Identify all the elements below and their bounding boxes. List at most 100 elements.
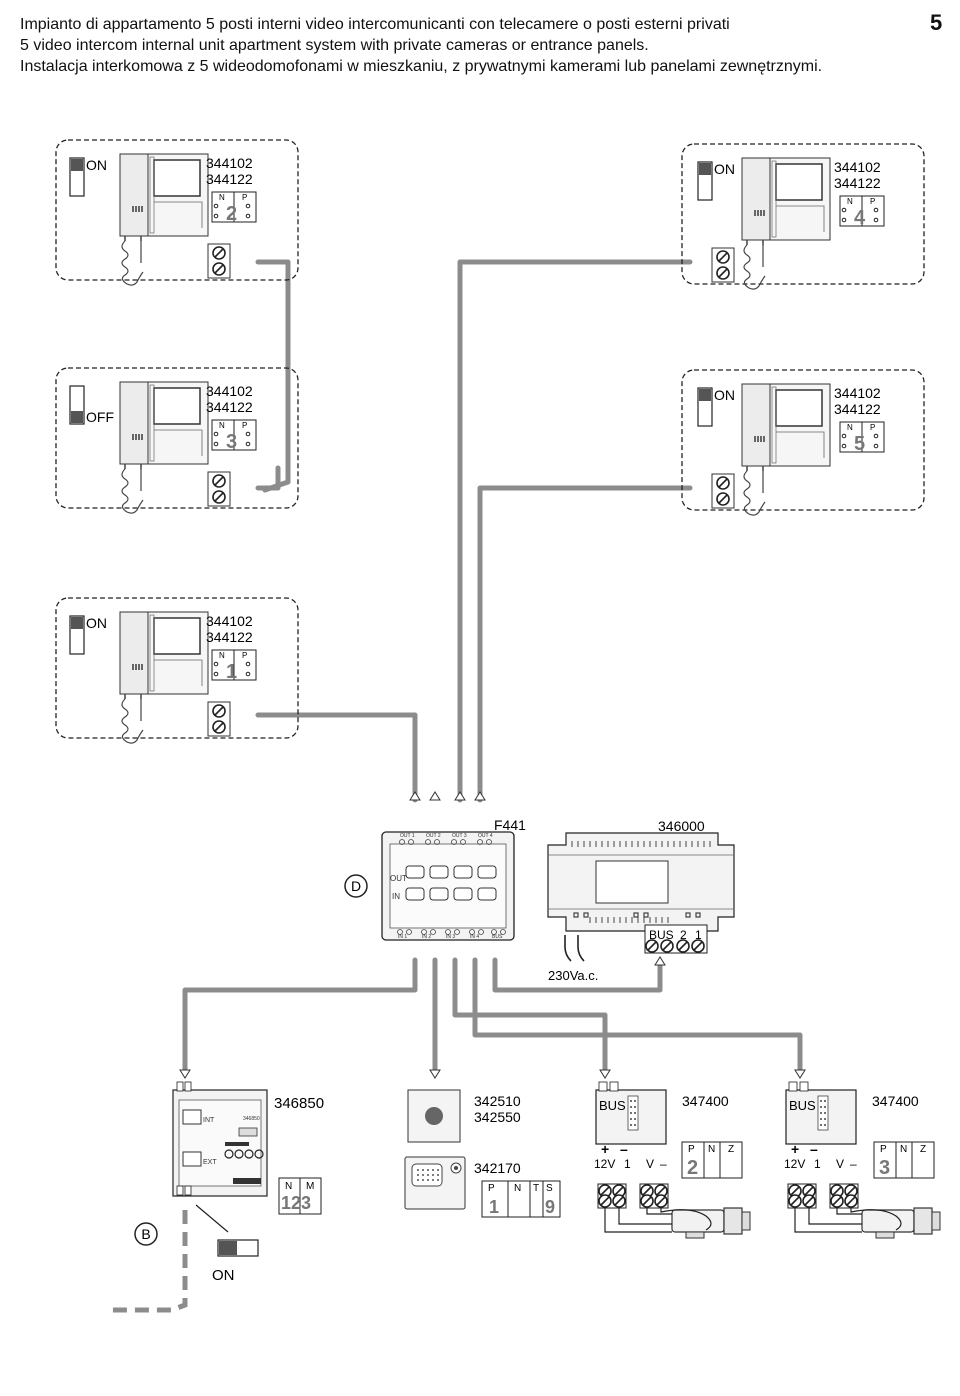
power-bus-label: BUS — [649, 928, 674, 942]
dip-switch-label: ON — [714, 387, 735, 403]
unit-number: 5 — [854, 433, 865, 455]
power-supply-fins — [571, 841, 711, 923]
dashed-link — [110, 1210, 188, 1313]
adapter-12v: 12V — [594, 1157, 615, 1171]
interface-switch-label: ON — [212, 1267, 235, 1284]
unit-code-2: 344122 — [834, 401, 881, 417]
unit-code-2: 344122 — [206, 171, 253, 187]
dip-switch-label: ON — [86, 615, 107, 631]
unit-p-label: P — [870, 197, 875, 206]
power-t2-label: 2 — [680, 928, 687, 942]
power-supply-code: 346000 — [658, 818, 705, 834]
unit-p-label: P — [242, 421, 247, 430]
cable-to-interface — [182, 957, 418, 1073]
panel-code-1: 342510 — [474, 1093, 521, 1109]
cable-unit-3 — [255, 465, 281, 491]
distributor-out1: OUT 1 — [400, 833, 415, 839]
adapter-plus: + — [601, 1141, 609, 1157]
adapter-code: 347400 — [872, 1093, 919, 1109]
unit-code-1: 344102 — [834, 159, 881, 175]
panel-n-label: N — [514, 1183, 521, 1194]
adapter-number: 2 — [687, 1157, 698, 1179]
unit-code-1: 344102 — [206, 613, 253, 629]
adapter-bus-label: BUS — [789, 1098, 816, 1113]
entrance-panel-camera-module — [407, 1089, 461, 1143]
unit-n-label: N — [847, 423, 853, 432]
adapter-p-label: P — [688, 1144, 695, 1155]
adapter-z-label: Z — [728, 1144, 734, 1155]
interface-346850: INT EXT 346850 — [172, 1081, 268, 1197]
cable-unit-2 — [255, 259, 291, 493]
distributor-in2: IN 2 — [422, 934, 431, 940]
dip-switch-lever — [71, 411, 83, 423]
unit-n-label: N — [219, 421, 225, 430]
adapter-p-label: P — [880, 1144, 887, 1155]
interface-code: 346850 — [274, 1095, 324, 1112]
adapter-1: 1 — [624, 1157, 631, 1171]
interface-n-label: N — [285, 1181, 292, 1192]
adapter-z-label: Z — [920, 1144, 926, 1155]
unit-number: 4 — [854, 207, 866, 229]
unit-p-label: P — [870, 423, 875, 432]
dip-switch-lever — [71, 617, 83, 629]
dip-switch-label: ON — [86, 157, 107, 173]
adapter-n-label: N — [900, 1144, 907, 1155]
distributor-out-label: OUT — [390, 874, 407, 883]
unit-code-1: 344102 — [206, 383, 253, 399]
adapter-v: V — [646, 1157, 654, 1171]
distributor-bus: BUS — [492, 934, 503, 940]
interface-switch-callout — [195, 1204, 229, 1233]
adapter-number: 3 — [879, 1157, 890, 1179]
header: Impianto di appartamento 5 posti interni… — [20, 14, 900, 77]
dip-switch-lever — [699, 163, 711, 175]
adapter-bus-label: BUS — [599, 1098, 626, 1113]
entrance-panel-speaker-module — [404, 1156, 466, 1210]
title-english: 5 video intercom internal unit apartment… — [20, 37, 649, 54]
power-t1-label: 1 — [695, 928, 702, 942]
distributor-in-label: IN — [392, 892, 400, 901]
unit-n-label: N — [847, 197, 853, 206]
distributor-in1: IN 1 — [398, 934, 407, 940]
distributor-letter-circle — [344, 874, 368, 898]
adapter-v: V — [836, 1157, 844, 1171]
interface-letter: B — [141, 1226, 150, 1242]
interface-ext-label: EXT — [203, 1159, 217, 1166]
unit-code-2: 344122 — [206, 399, 253, 415]
cable-to-power — [492, 957, 663, 993]
cable-to-adapter-2 — [472, 957, 803, 1073]
distributor-f441: OUT IN OUT 1 OUT 2 OUT 3 OUT 4 IN 1 IN 2… — [381, 831, 515, 941]
unit-n-label: N — [219, 193, 225, 202]
unit-code-1: 344102 — [834, 385, 881, 401]
panel-s-label: S — [546, 1183, 553, 1194]
cable-to-adapter-1 — [452, 957, 608, 1073]
dip-switch-lever — [699, 389, 711, 401]
adapter-plus: + — [791, 1141, 799, 1157]
mains-leads — [564, 935, 585, 962]
unit-n-label: N — [219, 651, 225, 660]
interface-config: N M 123 — [278, 1177, 322, 1215]
title-polish: Instalacja interkomowa z 5 wideodomofona… — [20, 58, 823, 75]
panel-config: P N T S 1 9 — [481, 1180, 561, 1218]
adapter-code: 347400 — [682, 1093, 729, 1109]
unit-code-2: 344122 — [206, 629, 253, 645]
panel-p-label: P — [488, 1183, 495, 1194]
mains-label: 230Va.c. — [548, 968, 598, 983]
unit-code-1: 344102 — [206, 155, 253, 171]
cable-unit-1 — [255, 712, 418, 803]
cable-unit-4 — [457, 259, 693, 803]
interface-model-small: 346850 — [243, 1116, 260, 1122]
interface-digits: 123 — [281, 1193, 311, 1213]
adapter-minus: – — [810, 1141, 818, 1157]
cables — [182, 259, 803, 1073]
panel-t-label: T — [533, 1183, 539, 1194]
adapter-12v: 12V — [784, 1157, 805, 1171]
power-supply-346000 — [547, 832, 735, 932]
distributor-in3: IN 3 — [446, 934, 455, 940]
